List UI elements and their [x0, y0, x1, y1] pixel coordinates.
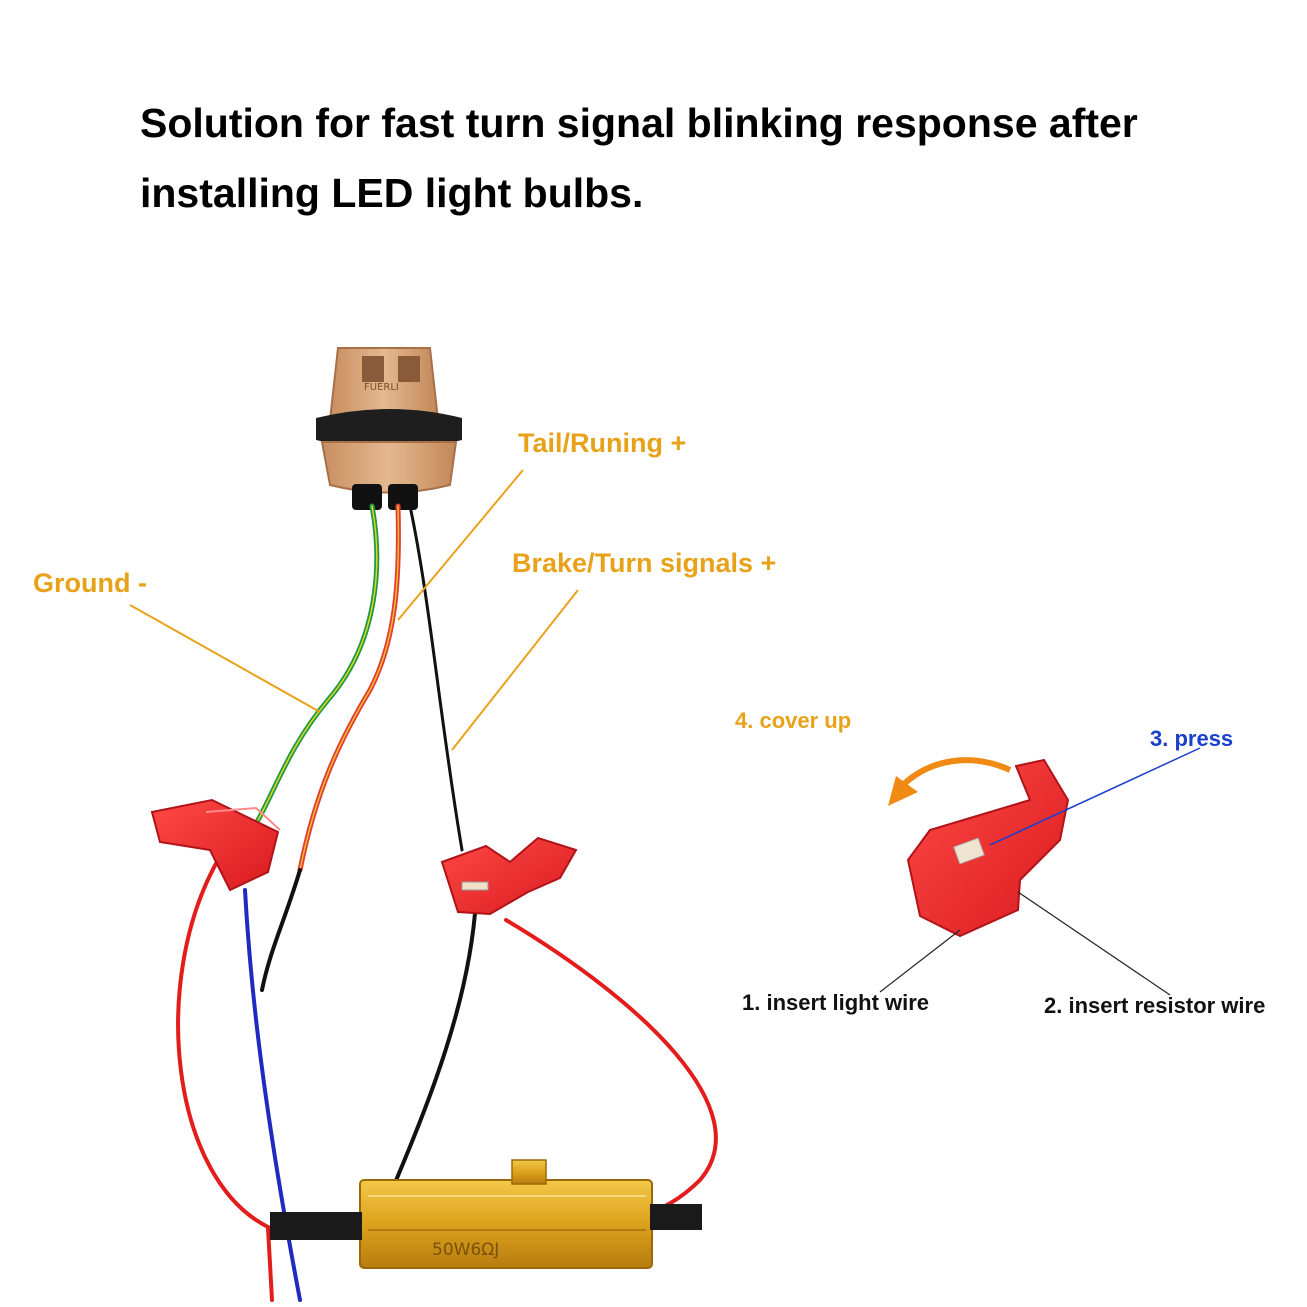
- ground-label: Ground -: [33, 568, 147, 598]
- bulb-socket: [316, 347, 462, 510]
- insert-resistor-wire-label: 2. insert resistor wire: [1044, 993, 1266, 1018]
- load-resistor: [270, 1159, 702, 1269]
- cover-arrow-icon: [901, 757, 1012, 787]
- tail-wire: [297, 503, 401, 873]
- resistor-rating-text: 50W6ΩJ: [432, 1240, 500, 1260]
- leader-lines: [129, 469, 1201, 996]
- connector-illustration: [888, 757, 1070, 938]
- cover-up-label: 4. cover up: [735, 708, 852, 733]
- page-title: Solution for fast turn signal blinking r…: [140, 100, 1138, 216]
- insert-light-wire-label: 1. insert light wire: [742, 990, 930, 1015]
- right-tap-connector: [440, 836, 578, 916]
- wires: [176, 503, 718, 1302]
- tail-running-label: Tail/Runing +: [518, 428, 687, 458]
- press-label: 3. press: [1150, 726, 1234, 751]
- left-tap-connector: [150, 798, 281, 892]
- brake-turn-label: Brake/Turn signals +: [512, 548, 777, 578]
- ground-wire: [255, 503, 380, 823]
- brake-wire: [408, 504, 464, 852]
- socket-brand-text: FUERLI: [364, 382, 399, 393]
